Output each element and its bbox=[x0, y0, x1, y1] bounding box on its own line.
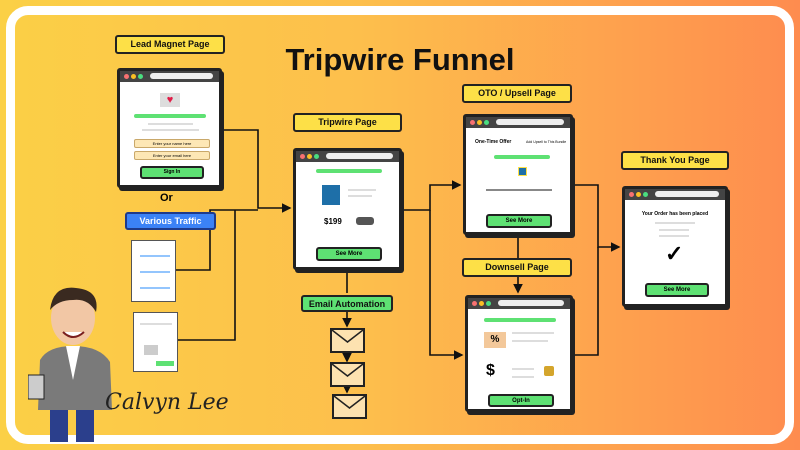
thank-you-page: Your Order has been placed ✓ See More bbox=[622, 186, 728, 307]
oto-upsell-page: One-Time Offer Add Upsell to This Bundle… bbox=[463, 114, 573, 235]
discount-tag-icon: % bbox=[484, 332, 506, 348]
email-input[interactable]: Enter your email here bbox=[134, 151, 210, 160]
oto-see-more-button[interactable]: See More bbox=[486, 214, 552, 228]
lock-icon bbox=[544, 366, 554, 376]
sign-in-button[interactable]: Sign In bbox=[140, 166, 204, 179]
product-image bbox=[518, 167, 527, 176]
tripwire-see-more-button[interactable]: See More bbox=[316, 247, 382, 261]
thank-you-see-more-button[interactable]: See More bbox=[645, 283, 709, 297]
envelope-icon bbox=[330, 362, 365, 387]
checkmark-icon: ✓ bbox=[665, 241, 684, 266]
envelope-icon bbox=[330, 328, 365, 353]
white-frame bbox=[6, 6, 794, 444]
lead-magnet-label: Lead Magnet Page bbox=[115, 35, 225, 54]
dollar-icon: $ bbox=[486, 362, 495, 379]
price: $199 bbox=[324, 217, 342, 226]
tripwire-page: $199 See More bbox=[293, 148, 402, 270]
lead-magnet-page: ♥ Enter your name here Enter your email … bbox=[117, 68, 222, 188]
diagram-title: Tripwire Funnel bbox=[285, 42, 515, 77]
thank-you-label: Thank You Page bbox=[621, 151, 729, 170]
heart-icon: ♥ bbox=[160, 93, 180, 107]
tripwire-label: Tripwire Page bbox=[293, 113, 402, 132]
traffic-page-1 bbox=[131, 240, 176, 302]
order-placed-heading: Your Order has been placed bbox=[641, 211, 709, 217]
envelope-icon bbox=[332, 394, 367, 419]
oto-subheading: Add Upsell to This Bundle bbox=[526, 140, 567, 144]
opt-in-button[interactable]: Opt-In bbox=[488, 394, 554, 407]
traffic-page-2 bbox=[133, 312, 178, 372]
name-input[interactable]: Enter your name here bbox=[134, 139, 210, 148]
or-text: Or bbox=[160, 192, 173, 204]
cartoon-character-illustration bbox=[28, 287, 112, 442]
email-automation-label: Email Automation bbox=[301, 295, 393, 312]
downsell-label: Downsell Page bbox=[462, 258, 572, 277]
signature: Calvyn Lee bbox=[105, 390, 229, 415]
various-traffic-label: Various Traffic bbox=[125, 212, 216, 230]
downsell-page: % $ Opt-In bbox=[465, 295, 573, 412]
product-image bbox=[322, 185, 340, 205]
skateboard-icon bbox=[356, 217, 374, 225]
oto-heading: One-Time Offer bbox=[475, 139, 512, 145]
oto-upsell-label: OTO / Upsell Page bbox=[462, 84, 572, 103]
